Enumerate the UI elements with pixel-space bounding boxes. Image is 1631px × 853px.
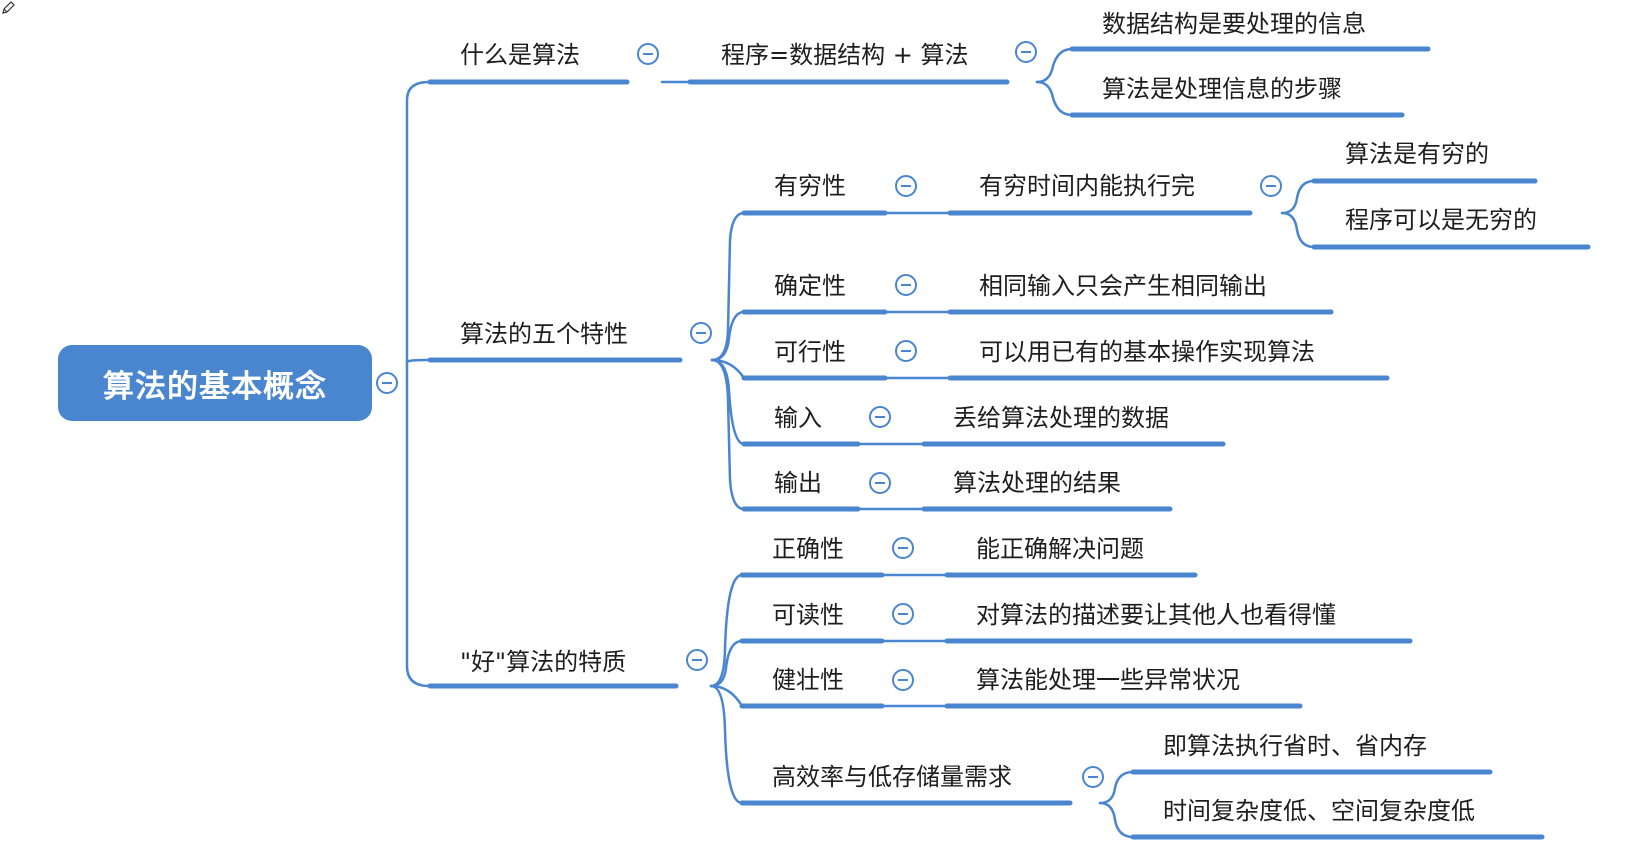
root-collapse-button[interactable] <box>376 372 398 394</box>
topic-program-formula[interactable]: 程序=数据结构 + 算法 <box>721 41 969 69</box>
topic-efficiency[interactable]: 高效率与低存储量需求 <box>772 763 1012 791</box>
topic-program-formula-collapse-button[interactable] <box>1015 41 1037 63</box>
topic-feasibility-collapse-button[interactable] <box>895 340 917 362</box>
topic-input[interactable]: 输入 <box>774 404 822 432</box>
topic-five-features-collapse-button[interactable] <box>690 322 712 344</box>
topic-output-collapse-button[interactable] <box>869 472 891 494</box>
topic-what-is-algorithm[interactable]: 什么是算法 <box>460 41 580 69</box>
leaf-algorithm-steps[interactable]: 算法是处理信息的步骤 <box>1102 75 1342 103</box>
leaf-same-input-output[interactable]: 相同输入只会产生相同输出 <box>979 272 1267 300</box>
topic-determinism-collapse-button[interactable] <box>895 274 917 296</box>
topic-what-is-algorithm-collapse-button[interactable] <box>637 43 659 65</box>
topic-finiteness-collapse-button[interactable] <box>895 175 917 197</box>
leaf-program-infinite[interactable]: 程序可以是无穷的 <box>1345 206 1537 234</box>
topic-correctness-collapse-button[interactable] <box>892 537 914 559</box>
topic-robustness-collapse-button[interactable] <box>892 669 914 691</box>
leaf-input-data[interactable]: 丢给算法处理的数据 <box>953 404 1169 432</box>
leaf-data-structure[interactable]: 数据结构是要处理的信息 <box>1102 10 1366 38</box>
leaf-solve-correctly[interactable]: 能正确解决问题 <box>976 535 1144 563</box>
leaf-basic-operations[interactable]: 可以用已有的基本操作实现算法 <box>979 338 1315 366</box>
topic-determinism[interactable]: 确定性 <box>774 272 846 300</box>
topic-readability-collapse-button[interactable] <box>892 603 914 625</box>
topic-finiteness[interactable]: 有穷性 <box>774 172 846 200</box>
topic-input-collapse-button[interactable] <box>869 406 891 428</box>
topic-readability[interactable]: 可读性 <box>772 601 844 629</box>
leaf-algorithm-finite[interactable]: 算法是有穷的 <box>1345 140 1489 168</box>
leaf-handle-exceptions[interactable]: 算法能处理一些异常状况 <box>976 666 1240 694</box>
topic-correctness[interactable]: 正确性 <box>772 535 844 563</box>
leaf-readable-description[interactable]: 对算法的描述要让其他人也看得懂 <box>976 601 1336 629</box>
topic-finite-time-collapse-button[interactable] <box>1260 175 1282 197</box>
root-topic-label: 算法的基本概念 <box>103 368 327 405</box>
topic-output[interactable]: 输出 <box>774 469 822 497</box>
root-topic[interactable]: 算法的基本概念 <box>58 345 372 421</box>
pencil-icon <box>2 1 15 14</box>
topic-good-algorithm[interactable]: "好"算法的特质 <box>460 648 627 676</box>
topic-five-features[interactable]: 算法的五个特性 <box>460 320 628 348</box>
leaf-output-result[interactable]: 算法处理的结果 <box>953 469 1121 497</box>
topic-finite-time[interactable]: 有穷时间内能执行完 <box>979 172 1195 200</box>
topic-efficiency-collapse-button[interactable] <box>1082 766 1104 788</box>
leaf-low-complexity[interactable]: 时间复杂度低、空间复杂度低 <box>1163 797 1475 825</box>
topic-good-algorithm-collapse-button[interactable] <box>686 649 708 671</box>
topic-feasibility[interactable]: 可行性 <box>774 338 846 366</box>
leaf-save-time-memory[interactable]: 即算法执行省时、省内存 <box>1163 732 1427 760</box>
topic-robustness[interactable]: 健壮性 <box>772 666 844 694</box>
